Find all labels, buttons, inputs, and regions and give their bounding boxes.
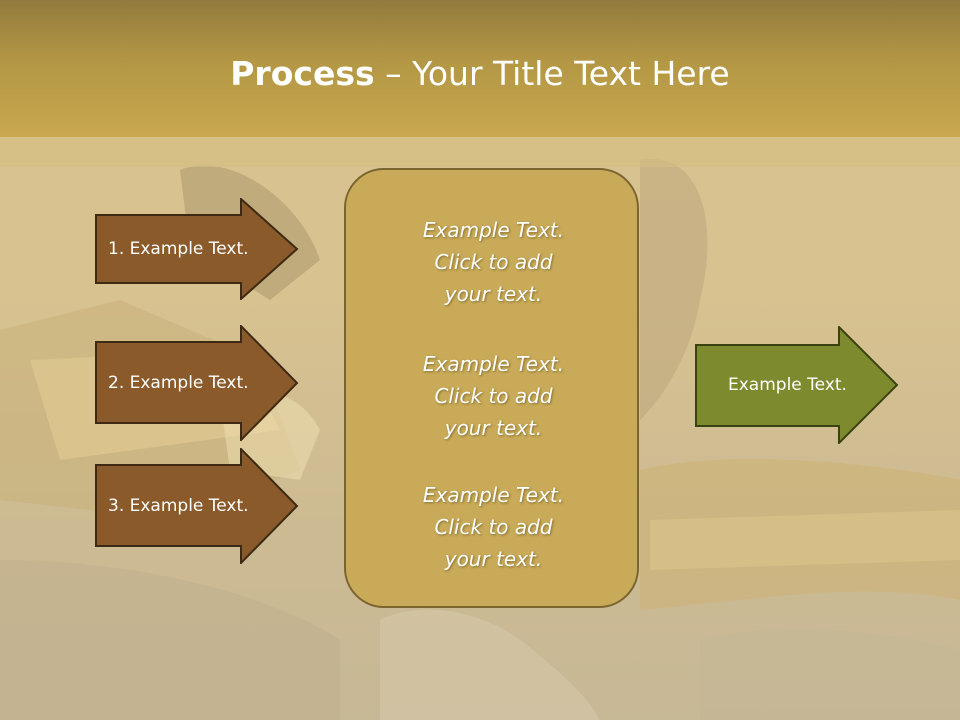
title-bold-part: Process bbox=[230, 54, 375, 93]
center-block-3-line-1: Example Text. bbox=[422, 483, 565, 507]
center-text-block-3: Example Text. Click to add your text. bbox=[346, 479, 641, 575]
center-block-2-line-2: Click to add bbox=[434, 384, 553, 408]
arrow-shape bbox=[95, 325, 299, 441]
title-band bbox=[0, 0, 960, 137]
right-arrow-label: Example Text. bbox=[728, 375, 847, 395]
left-arrow-2-label: 2. Example Text. bbox=[108, 373, 249, 393]
left-arrow-3[interactable]: 3. Example Text. bbox=[95, 448, 300, 564]
left-arrow-2[interactable]: 2. Example Text. bbox=[95, 325, 300, 441]
center-text-block-1: Example Text. Click to add your text. bbox=[346, 214, 641, 310]
slide-title[interactable]: Process – Your Title Text Here bbox=[0, 52, 960, 96]
center-block-2-line-3: your text. bbox=[444, 416, 543, 440]
center-text-box[interactable]: Example Text. Click to add your text. Ex… bbox=[344, 168, 639, 608]
arrow-shape bbox=[695, 326, 899, 444]
title-band-shadow bbox=[0, 137, 960, 167]
arrow-shape bbox=[95, 198, 299, 300]
left-arrow-1-label: 1. Example Text. bbox=[108, 239, 249, 259]
left-arrow-3-label: 3. Example Text. bbox=[108, 496, 249, 516]
center-block-1-line-2: Click to add bbox=[434, 250, 553, 274]
arrow-shape bbox=[95, 448, 299, 564]
center-block-3-line-3: your text. bbox=[444, 547, 543, 571]
center-block-3-line-2: Click to add bbox=[434, 515, 553, 539]
title-rest-part: – Your Title Text Here bbox=[374, 54, 730, 93]
center-block-2-line-1: Example Text. bbox=[422, 352, 565, 376]
center-block-1-line-3: your text. bbox=[444, 282, 543, 306]
center-block-1-line-1: Example Text. bbox=[422, 218, 565, 242]
right-arrow[interactable]: Example Text. bbox=[695, 326, 900, 444]
left-arrow-1[interactable]: 1. Example Text. bbox=[95, 198, 300, 300]
center-text-block-2: Example Text. Click to add your text. bbox=[346, 348, 641, 444]
